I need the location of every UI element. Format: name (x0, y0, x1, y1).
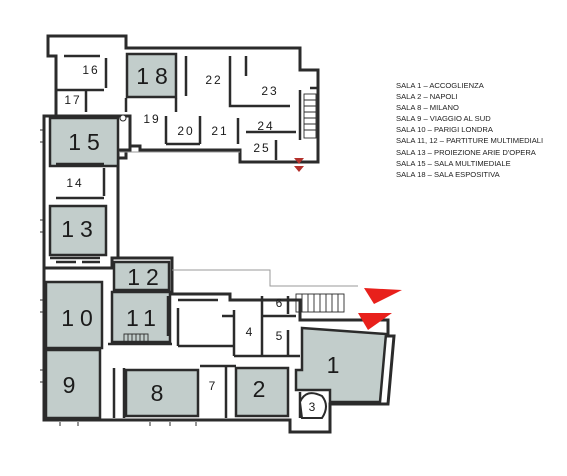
small-arrow-upper (294, 158, 304, 164)
room-label-9: 9 (63, 372, 82, 398)
column-marker (119, 114, 127, 122)
legend-item-sala-8: SALA 8 – MILANO (396, 103, 459, 113)
legend-item-sala-10: SALA 10 – PARIGI LONDRA (396, 125, 493, 135)
courtyard-lines (120, 151, 358, 287)
room-label-16: 16 (82, 63, 99, 77)
room-label-22: 22 (205, 73, 222, 87)
room-label-1: 1 (327, 352, 346, 378)
room-label-2: 2 (253, 376, 272, 402)
room-1-area (294, 326, 388, 404)
room-label-13: 13 (61, 216, 99, 242)
room-label-4: 4 (246, 325, 255, 339)
room-label-11: 11 (126, 305, 162, 331)
room-label-24: 24 (257, 119, 274, 133)
room-label-7: 7 (209, 379, 218, 393)
room-8-area (124, 368, 200, 418)
entrance-arrow-upper (364, 288, 402, 304)
room-13-area (48, 204, 108, 257)
room-label-17: 17 (64, 93, 81, 107)
room-18-area (125, 52, 178, 99)
entrance-arrow-lower (358, 313, 392, 330)
room-label-18: 18 (136, 63, 174, 89)
legend-item-sala-18: SALA 18 – SALA ESPOSITIVA (396, 169, 500, 179)
staircases (123, 93, 345, 345)
room-3-outline (298, 392, 327, 419)
exhibition-rooms (44, 52, 388, 420)
room-9-area (44, 348, 102, 420)
legend-item-sala-1: SALA 1 – ACCOGLIENZA (396, 81, 484, 90)
room-label-6: 6 (276, 296, 285, 310)
stair-north (303, 93, 317, 139)
room-label-19: 19 (143, 112, 160, 126)
legend-item-sala-13: SALA 13 – PROIEZIONE ARIE D'OPERA (396, 147, 536, 157)
legend-item-sala-2: SALA 2 – NAPOLI (396, 92, 458, 102)
room-15-area (48, 116, 120, 168)
room-labels: 1 2 3 4 5 6 7 8 9 10 11 12 13 14 15 16 1… (61, 63, 346, 414)
legend-item-sala-9: SALA 9 – VIAGGIO AL SUD (396, 114, 491, 124)
room-label-14: 14 (66, 176, 83, 190)
room-legend: SALA 1 – ACCOGLIENZA SALA 2 – NAPOLI SAL… (396, 80, 543, 180)
legend-item-sala-11-12: SALA 11, 12 – PARTITURE MULTIMEDIALI (396, 136, 544, 146)
interior-walls (50, 54, 318, 418)
room-label-10: 10 (61, 305, 99, 331)
room-label-23: 23 (261, 84, 278, 98)
room-12-area (112, 260, 171, 292)
room-label-5: 5 (276, 329, 285, 343)
room-10-area (44, 280, 104, 350)
room-label-15: 15 (68, 129, 106, 155)
room-label-20: 20 (177, 124, 194, 138)
room-label-3: 3 (309, 400, 318, 414)
entrance-arrows (294, 158, 402, 330)
room-label-21: 21 (211, 124, 228, 138)
room-label-8: 8 (151, 380, 170, 406)
room-label-25: 25 (253, 141, 270, 155)
room-2-area (234, 366, 290, 418)
room-label-12: 12 (127, 264, 165, 290)
legend-item-sala-15: SALA 15 – SALA MULTIMEDIALE (396, 158, 511, 168)
window-marks (40, 129, 197, 426)
small-arrow-lower (294, 166, 304, 172)
